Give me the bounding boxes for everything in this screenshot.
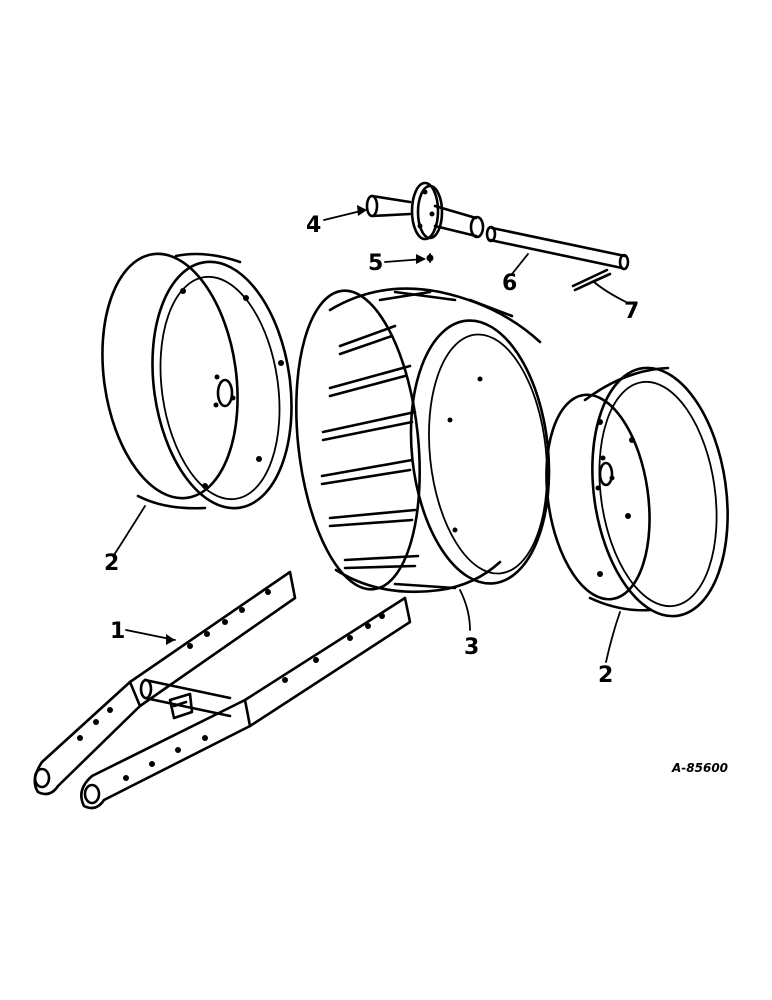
- callout-5: 5: [368, 251, 383, 276]
- callout-6: 6: [502, 271, 517, 296]
- drawing-reference-code: A-85600: [671, 761, 728, 775]
- wheel-rim-right: [545, 366, 729, 618]
- callout-2-right: 2: [598, 663, 613, 688]
- callout-4: 4: [306, 213, 321, 238]
- callout-2-left: 2: [104, 551, 119, 576]
- leader-lines: [113, 205, 627, 663]
- axle-hub: [365, 181, 485, 241]
- callout-1: 1: [110, 619, 125, 644]
- shaft: [485, 225, 630, 271]
- callout-labels: 1 2 2 3 4 5 6 7: [104, 213, 639, 688]
- cotter-pin: [571, 268, 612, 292]
- frame-drawbar: [33, 570, 412, 810]
- callout-7: 7: [624, 299, 639, 324]
- tire: [295, 287, 551, 594]
- callout-3: 3: [464, 635, 479, 660]
- bolt: [426, 253, 434, 263]
- wheel-rim-left: [101, 252, 293, 510]
